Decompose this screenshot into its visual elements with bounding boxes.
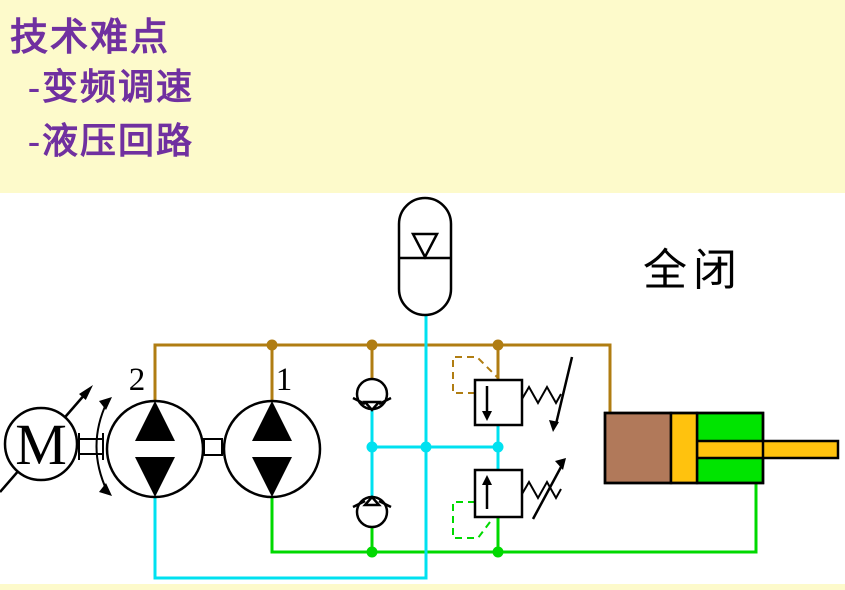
electric-motor: M bbox=[0, 385, 112, 496]
check-valve-lower-seat-triangle bbox=[362, 495, 382, 507]
relief-valve-lower bbox=[473, 458, 566, 520]
suction-junction-dots bbox=[366, 441, 504, 453]
pressure-junction-dots bbox=[266, 339, 504, 351]
pressure-main-line bbox=[153, 343, 612, 413]
motor-variable-arrow-head bbox=[79, 385, 93, 400]
check-valve-upper-seat bbox=[352, 396, 392, 406]
relief-valve-lower-adjust-arrow bbox=[531, 466, 563, 520]
pump-1: 1 bbox=[222, 362, 322, 499]
relief-valve-lower-adjust-arrow-head bbox=[555, 458, 566, 470]
relief1-pilot-line bbox=[452, 356, 498, 394]
check-valve-upper bbox=[352, 377, 392, 412]
pump-1-triangle-up bbox=[252, 401, 292, 441]
return-junction-dots bbox=[366, 546, 504, 558]
relief-valve-upper-flow-arrow-head bbox=[482, 411, 492, 421]
hydraulic-cylinder bbox=[603, 411, 840, 485]
accumulator bbox=[397, 196, 453, 317]
cylinder-outline bbox=[603, 411, 765, 485]
pump-1-label: 1 bbox=[276, 362, 293, 398]
rotation-arc-icon bbox=[95, 401, 108, 492]
title-panel: 技术难点 -变频调速 -液压回路 bbox=[0, 0, 845, 193]
relief-valve-upper-body bbox=[473, 378, 524, 427]
annotation-fully-closed: 全闭 bbox=[643, 246, 743, 295]
pump-shaft-coupling bbox=[203, 438, 223, 456]
suction-line-network bbox=[153, 315, 500, 580]
junction-dot bbox=[366, 441, 378, 453]
pump-1-triangle-down bbox=[252, 457, 292, 497]
motor-circle bbox=[3, 406, 79, 482]
relief-valve-lower-body bbox=[473, 468, 524, 519]
rotation-arrow-head-top bbox=[99, 397, 112, 410]
pump-2-label: 2 bbox=[129, 362, 146, 398]
check-valve-lower bbox=[352, 495, 392, 529]
relief-valve-lower-spring-icon bbox=[521, 479, 562, 501]
rotation-arrow-head-bottom bbox=[99, 483, 112, 496]
junction-dot bbox=[366, 339, 378, 351]
bottom-bar bbox=[0, 584, 845, 590]
relief2-pilot-line bbox=[452, 501, 494, 539]
pump-2-triangle-up bbox=[135, 401, 175, 441]
relief-valve-upper bbox=[473, 356, 574, 432]
junction-dot bbox=[266, 339, 278, 351]
pump-2: 2 bbox=[105, 362, 205, 499]
piston-rod bbox=[695, 439, 840, 460]
cylinder-cap-chamber bbox=[603, 411, 673, 485]
check-valve-lower-seat bbox=[352, 499, 392, 509]
accumulator-gas-triangle-icon bbox=[410, 232, 440, 260]
junction-dot bbox=[492, 546, 504, 558]
piston bbox=[669, 411, 699, 485]
check-valve-upper-seat-triangle bbox=[362, 400, 382, 412]
junction-dot bbox=[492, 441, 504, 453]
motor-letter: M bbox=[15, 412, 67, 477]
bullet-variable-frequency: -变频调速 bbox=[28, 67, 194, 107]
junction-dot bbox=[420, 441, 432, 453]
relief-valve-upper-adjust-arrow bbox=[554, 356, 574, 425]
relief-valve-upper-adjust-arrow-head bbox=[549, 420, 559, 432]
pressure-line-network bbox=[153, 343, 612, 413]
relief-valve-upper-spring-icon bbox=[521, 384, 562, 406]
motor-shaft-coupling bbox=[78, 438, 104, 455]
slide-title: 技术难点 bbox=[10, 17, 171, 59]
junction-dot bbox=[366, 546, 378, 558]
relief-valve-lower-flow-arrow-head bbox=[482, 475, 492, 485]
junction-dot bbox=[492, 339, 504, 351]
return-main-line bbox=[270, 483, 758, 554]
bullet-hydraulic-circuit: -液压回路 bbox=[28, 121, 194, 161]
pump-2-triangle-down bbox=[135, 457, 175, 497]
